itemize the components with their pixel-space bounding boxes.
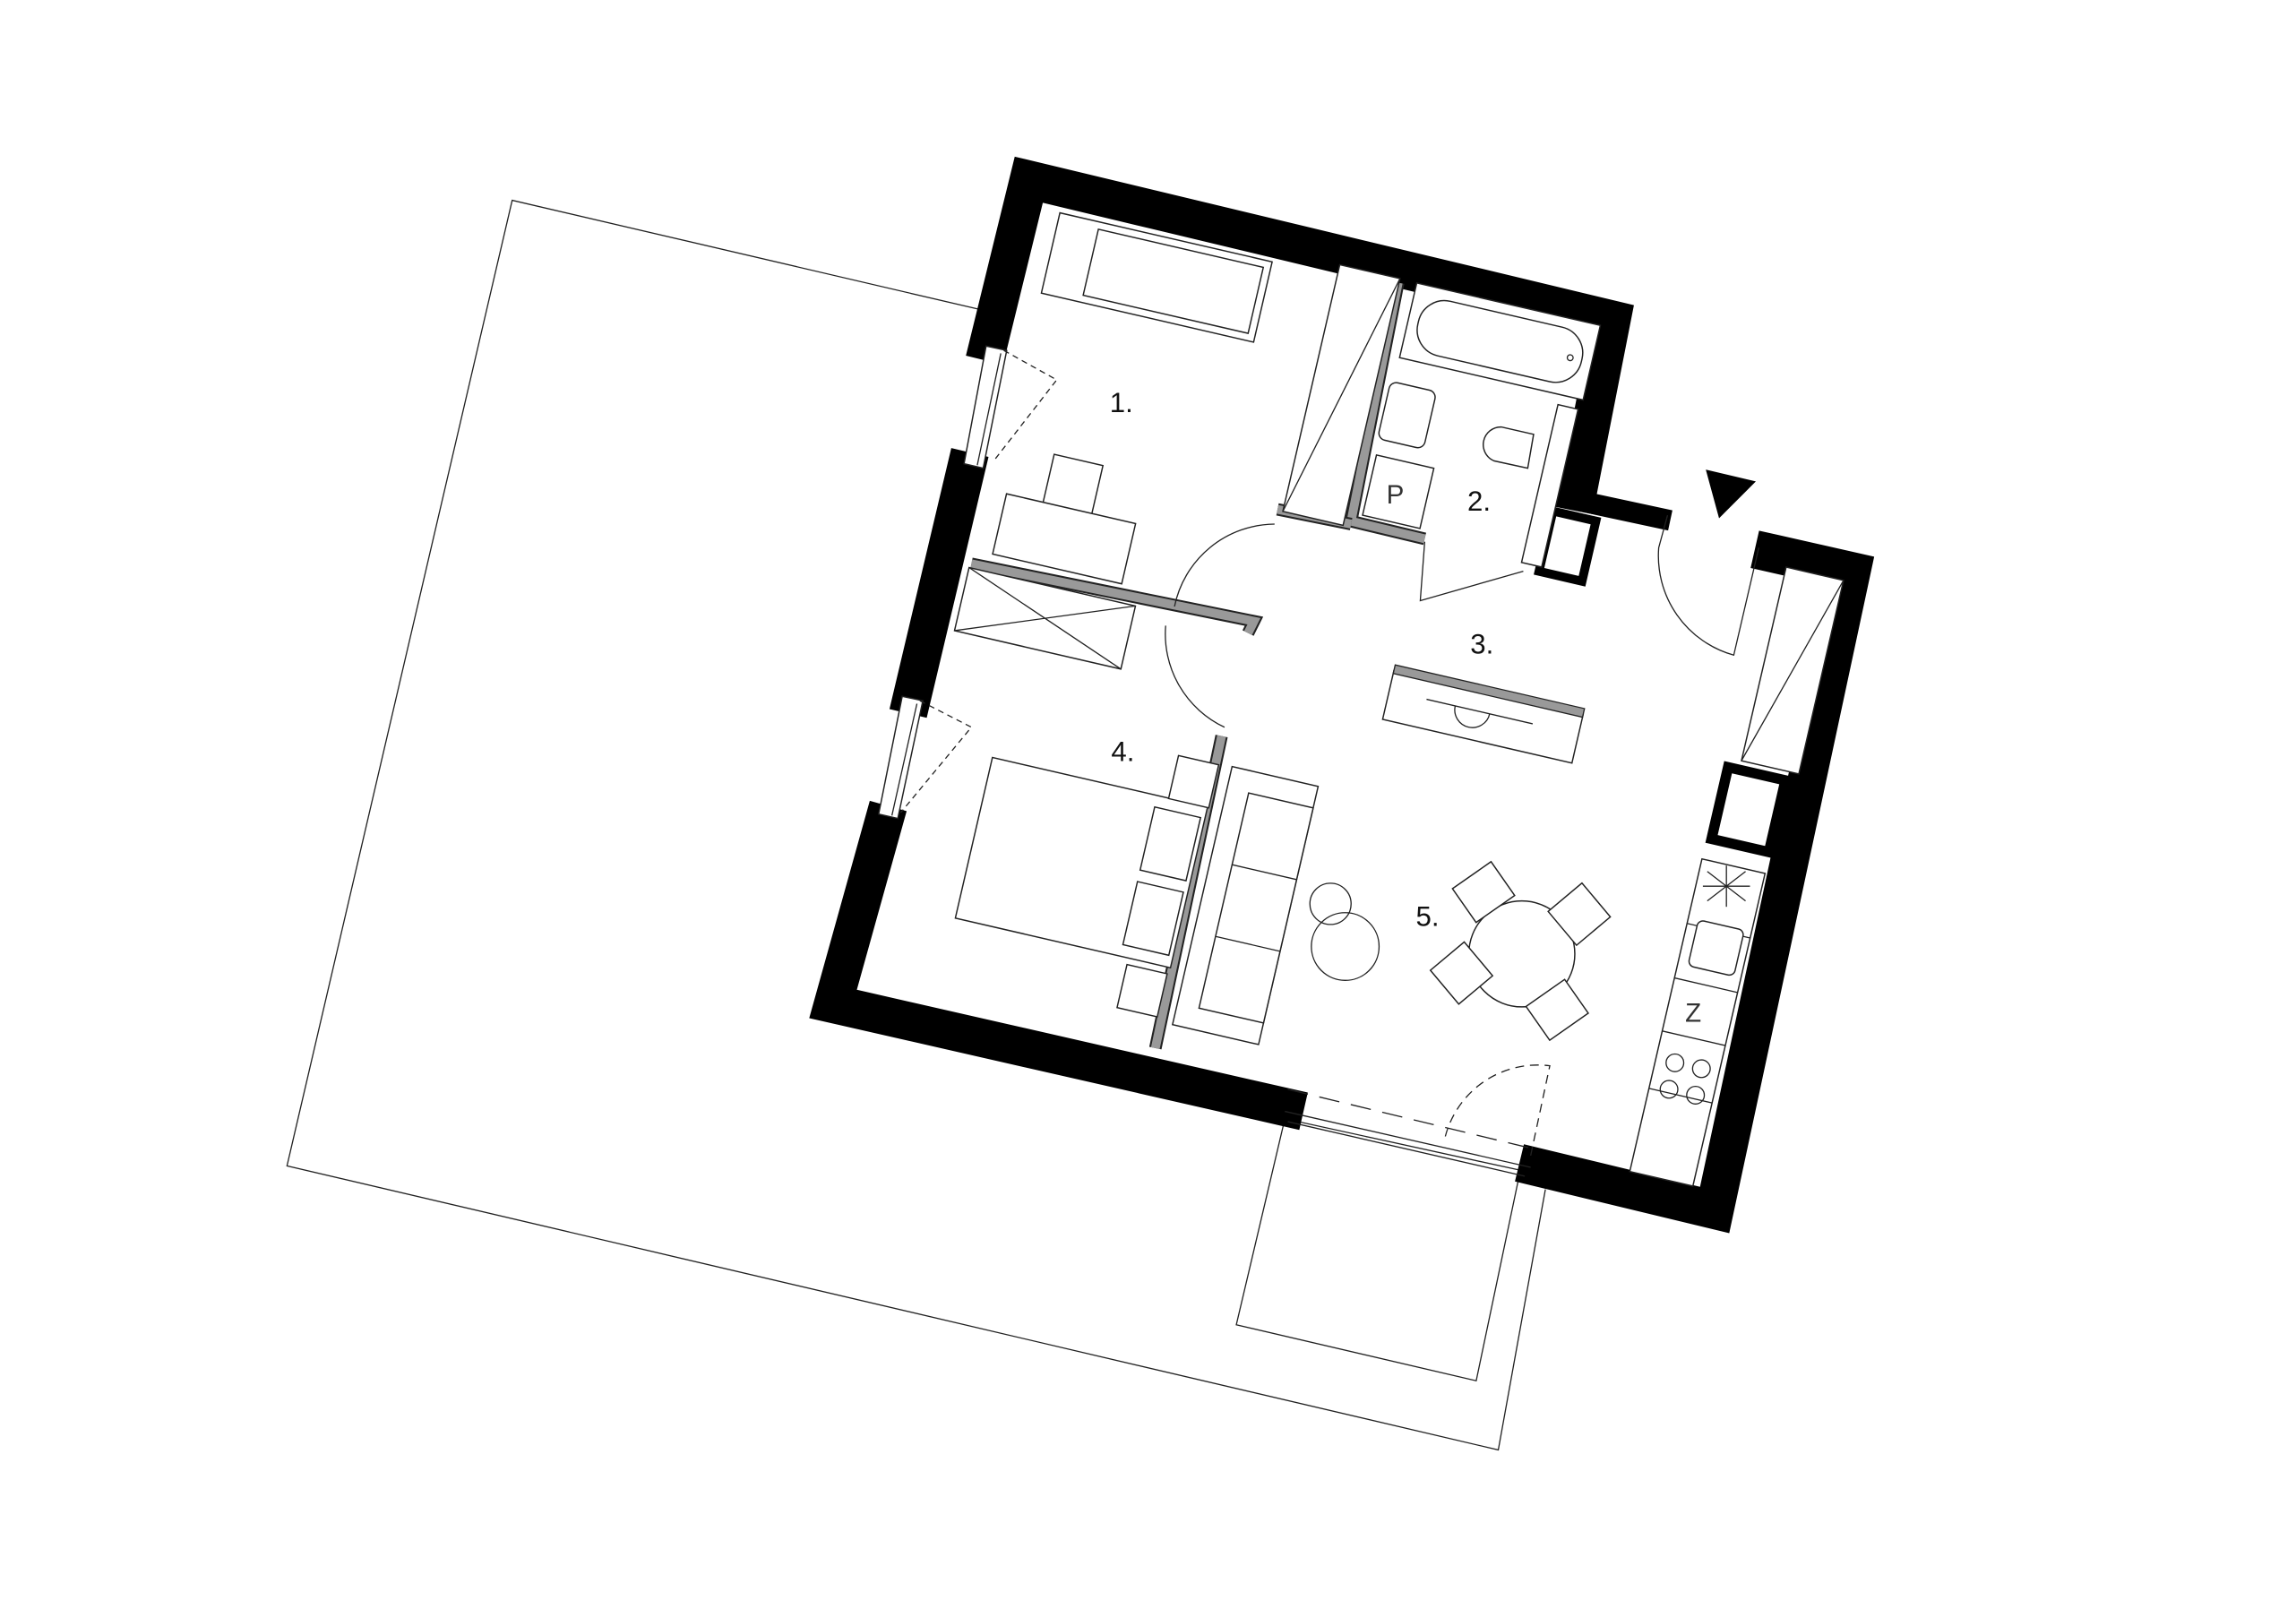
room-label-4: 4. [1111, 736, 1134, 768]
door-bathroom [1419, 541, 1524, 602]
balcony-outline [1235, 1117, 1521, 1382]
washing-machine-symbol: P [1387, 480, 1405, 510]
entrance-marker-icon [1706, 469, 1757, 519]
wardrobe-room-1 [1282, 263, 1401, 527]
room-label-1: 1. [1110, 387, 1133, 418]
washing-machine: P [1362, 453, 1435, 529]
entry-wardrobe [1741, 566, 1845, 775]
dining-set [1429, 860, 1612, 1042]
room-label-2: 2. [1467, 486, 1491, 517]
window-room-1 [963, 345, 1058, 469]
desk-room-1 [992, 493, 1137, 585]
exterior-walls [809, 156, 1875, 1234]
shaft [1705, 761, 1792, 859]
wardrobe-room-4 [953, 566, 1137, 670]
bathtub [1398, 282, 1602, 401]
toilet [1483, 426, 1535, 469]
entry-door [1657, 514, 1759, 657]
window-room-4 [877, 695, 973, 820]
nightstand-bottom [1116, 963, 1168, 1018]
fridge-symbol: Z [1685, 998, 1701, 1028]
single-bed [1040, 211, 1273, 343]
apartment-floor [850, 202, 1843, 1205]
double-bed [954, 756, 1208, 969]
extractor-icon [1702, 865, 1750, 908]
door-room-1 [1174, 523, 1275, 607]
kitchen-island [1381, 664, 1586, 764]
side-table-small [1309, 882, 1352, 925]
kitchen-sink [1688, 920, 1744, 977]
balcony-door [1285, 1064, 1551, 1177]
room-label-5: 5. [1416, 901, 1440, 933]
cooktop-icon [1659, 1053, 1711, 1105]
terrace-outline [286, 199, 1546, 1451]
sofa [1171, 765, 1320, 1045]
nightstand-top [1167, 754, 1220, 809]
room-label-3: 3. [1470, 629, 1493, 660]
washbasin [1378, 382, 1436, 449]
bathroom-shelf [1520, 403, 1579, 568]
door-room-4 [1165, 625, 1225, 728]
coffee-table [1311, 912, 1380, 981]
